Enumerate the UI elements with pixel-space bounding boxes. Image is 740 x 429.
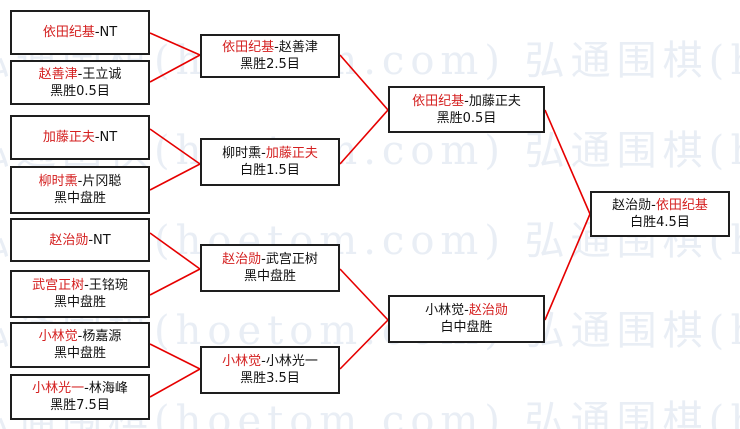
match-line: 小林光一-林海峰 xyxy=(32,380,128,397)
opponent-name: -赵善津 xyxy=(274,40,318,55)
opponent-name: -王铭琬 xyxy=(84,278,128,293)
opponent-name: -NT xyxy=(88,232,111,248)
match-box-r2-4: 小林觉-小林光一 黑胜3.5目 xyxy=(200,346,340,394)
match-line: 赵善津-王立诚 xyxy=(39,66,122,83)
connector-line xyxy=(149,54,201,83)
match-result: 白胜4.5目 xyxy=(630,215,690,230)
match-result: 黑中盘胜 xyxy=(243,269,296,284)
match-line: 依田纪基-赵善津 xyxy=(222,39,318,56)
match-result: 黑中盘胜 xyxy=(53,191,106,206)
opponent-name: -NT xyxy=(94,25,118,40)
connector-line xyxy=(544,109,591,215)
match-box-r1-8: 小林光一-林海峰 黑胜7.5目 xyxy=(10,374,150,420)
match-result: 白中盘胜 xyxy=(440,320,493,335)
match-result: 黑胜0.5目 xyxy=(50,83,110,99)
match-box-r2-1: 依田纪基-赵善津 黑胜2.5目 xyxy=(200,34,340,78)
match-box-r1-4: 柳时熏-片冈聪 黑中盘胜 xyxy=(10,166,150,214)
match-box-r3-1: 依田纪基-加藤正夫 黑胜0.5目 xyxy=(388,86,545,133)
opponent-name: -片冈聪 xyxy=(77,174,122,189)
match-line: 赵治勋-武宫正树 xyxy=(222,251,318,268)
connector-line xyxy=(149,343,201,370)
winner-name: 柳时熏 xyxy=(38,174,78,189)
winner-name: 加藤正夫 xyxy=(42,130,95,145)
match-box-r2-2: 柳时熏-加藤正夫 白胜1.5目 xyxy=(200,138,340,186)
match-line: 赵治勋-依田纪基 xyxy=(612,197,708,214)
match-result: 黑胜7.5目 xyxy=(50,398,110,413)
opponent-name: -杨嘉源 xyxy=(77,329,122,344)
winner-name: 小林觉 xyxy=(222,354,262,369)
match-line: 小林觉-杨嘉源 xyxy=(39,328,122,345)
connector-line xyxy=(149,368,201,398)
connector-line xyxy=(149,163,201,191)
winner-name: 赵治勋 xyxy=(49,232,89,248)
winner-name: 小林光一 xyxy=(32,381,85,396)
opponent-name: 小林觉- xyxy=(425,303,469,318)
opponent-name: -加藤正夫 xyxy=(464,93,521,109)
connector-line xyxy=(149,232,201,270)
match-result: 黑胜2.5目 xyxy=(240,57,300,72)
match-result: 黑胜3.5目 xyxy=(240,371,300,386)
opponent-name: -武宫正树 xyxy=(261,252,318,267)
match-box-r2-3: 赵治勋-武宫正树 黑中盘胜 xyxy=(200,244,340,292)
connector-line xyxy=(149,128,201,165)
match-line: 柳时熏-加藤正夫 xyxy=(222,145,318,162)
opponent-name: 赵治勋- xyxy=(612,198,656,213)
match-line: 武宫正树-王铭琬 xyxy=(32,277,128,294)
match-box-r1-5: 赵治勋-NT xyxy=(10,218,150,262)
opponent-name: -王立诚 xyxy=(77,66,122,82)
connector-line xyxy=(149,32,201,56)
winner-name: 武宫正树 xyxy=(32,278,85,293)
match-box-r1-3: 加藤正夫-NT xyxy=(10,115,150,160)
opponent-name: -林海峰 xyxy=(84,381,128,396)
match-line: 依田纪基-NT xyxy=(43,24,117,41)
match-line: 赵治勋-NT xyxy=(49,232,110,249)
opponent-name: 柳时熏- xyxy=(222,146,266,161)
connector-line xyxy=(339,109,389,165)
winner-name: 依田纪基 xyxy=(655,198,708,213)
match-result: 黑中盘胜 xyxy=(53,346,106,361)
winner-name: 加藤正夫 xyxy=(265,146,318,161)
connector-line xyxy=(544,213,591,321)
match-box-r3-2: 小林觉-赵治勋 白中盘胜 xyxy=(388,295,545,343)
winner-name: 依田纪基 xyxy=(412,93,465,109)
winner-name: 小林觉 xyxy=(38,329,78,344)
match-box-r1-2: 赵善津-王立诚 黑胜0.5目 xyxy=(10,60,150,105)
match-line: 小林觉-小林光一 xyxy=(222,353,318,370)
match-result: 黑中盘胜 xyxy=(53,295,106,310)
winner-name: 依田纪基 xyxy=(222,40,275,55)
winner-name: 赵治勋 xyxy=(468,303,508,318)
match-line: 柳时熏-片冈聪 xyxy=(39,173,122,190)
match-line: 依田纪基-加藤正夫 xyxy=(412,93,521,110)
connector-line xyxy=(339,54,389,111)
match-box-final: 赵治勋-依田纪基 白胜4.5目 xyxy=(590,191,730,237)
opponent-name: -小林光一 xyxy=(261,354,318,369)
match-result: 黑胜0.5目 xyxy=(436,110,497,126)
match-line: 加藤正夫-NT xyxy=(43,129,117,146)
winner-name: 依田纪基 xyxy=(42,25,95,40)
match-box-r1-7: 小林觉-杨嘉源 黑中盘胜 xyxy=(10,322,150,368)
match-line: 小林觉-赵治勋 xyxy=(425,302,508,319)
match-result: 白胜1.5目 xyxy=(240,163,300,178)
winner-name: 赵治勋 xyxy=(222,252,262,267)
winner-name: 赵善津 xyxy=(38,66,78,82)
opponent-name: -NT xyxy=(94,130,118,145)
match-box-r1-1: 依田纪基-NT xyxy=(10,10,150,55)
connector-line xyxy=(339,319,389,370)
connector-line xyxy=(149,268,201,296)
match-box-r1-6: 武宫正树-王铭琬 黑中盘胜 xyxy=(10,270,150,318)
connector-line xyxy=(339,268,389,321)
